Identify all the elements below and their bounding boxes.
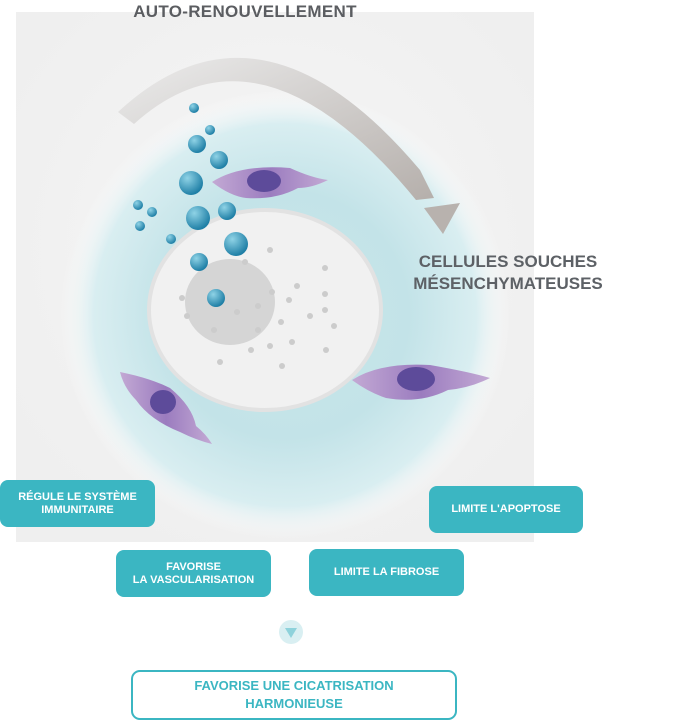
effect-limit-apoptosis: LIMITE L'APOPTOSE: [429, 486, 583, 533]
effect-vascularisation: FAVORISE LA VASCULARISATION: [116, 550, 271, 597]
effect-immune-regulation: RÉGULE LE SYSTÈME IMMUNITAIRE: [0, 480, 155, 527]
triangle-down-icon: [278, 619, 304, 645]
diagram-title: AUTO-RENOUVELLEMENT: [60, 2, 430, 22]
effect-limit-fibrosis: LIMITE LA FIBROSE: [309, 549, 464, 596]
main-cell-nucleus: [185, 259, 275, 345]
result-box: FAVORISE UNE CICATRISATION HARMONIEUSE: [131, 670, 457, 720]
cell-type-label: CELLULES SOUCHES MÉSENCHYMATEUSES: [383, 251, 633, 295]
